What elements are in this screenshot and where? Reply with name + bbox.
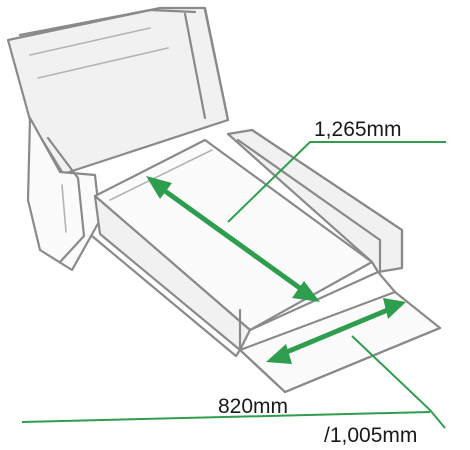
left-side-frame: [26, 116, 102, 272]
length-leader-line: [227, 141, 446, 223]
right-side-rail: [226, 128, 404, 274]
extended-length-leader-line: [351, 335, 446, 429]
length-dimension-arrow: [146, 176, 320, 302]
extended-length-label: /1,005mm: [324, 424, 417, 447]
width-dimension-arrow: [266, 298, 406, 364]
length-label: 1,265mm: [314, 118, 402, 141]
width-label: 820mm: [218, 395, 288, 418]
floor-baseline: [21, 411, 431, 423]
